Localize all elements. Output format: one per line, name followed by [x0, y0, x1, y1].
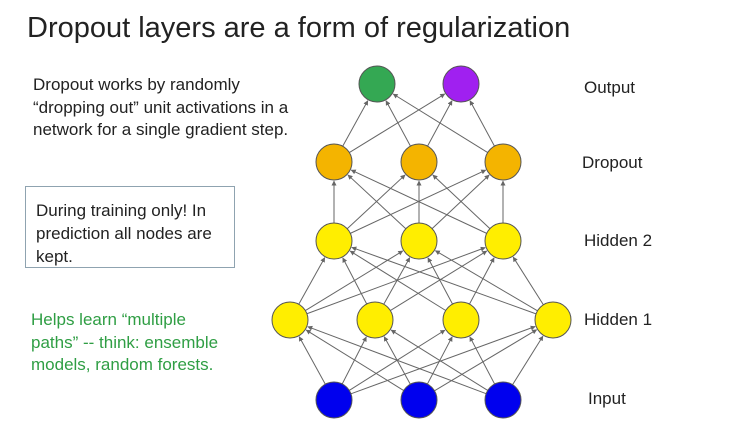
hidden1-node-3	[442, 301, 480, 339]
multiple-paths-note: Helps learn “multiple paths” -- think: e…	[31, 310, 219, 374]
edge-hidden2-2-to-dropout-0	[350, 169, 487, 234]
hidden1-node-1	[271, 301, 309, 339]
output-node-1	[358, 65, 396, 103]
edge-input-2-to-hidden1-3	[512, 335, 544, 386]
edge-hidden1-2-to-hidden2-2	[469, 257, 495, 305]
edge-input-2-to-hidden1-1	[390, 329, 489, 391]
edge-dropout-2-to-output-1	[469, 100, 495, 147]
input-node-3	[484, 381, 522, 419]
edge-hidden2-2-to-dropout-1	[432, 174, 491, 230]
edge-hidden2-1-to-dropout-0	[347, 174, 407, 230]
hidden2-node-3	[484, 222, 522, 260]
hidden2-node-1	[315, 222, 353, 260]
network-edges	[298, 93, 544, 395]
edge-hidden1-3-to-hidden2-1	[434, 250, 538, 312]
training-only-note: During training only! In prediction all …	[25, 186, 235, 268]
network-nodes	[271, 65, 572, 419]
hidden2-layer-label: Hidden 2	[584, 231, 653, 250]
edge-dropout-0-to-output-1	[349, 93, 446, 154]
edge-hidden1-0-to-hidden2-2	[306, 246, 486, 315]
edge-hidden1-2-to-hidden2-1	[427, 257, 453, 305]
dropout-node-2	[400, 143, 438, 181]
edge-dropout-1-to-output-0	[385, 100, 411, 147]
edge-hidden1-1-to-hidden2-0	[342, 257, 368, 305]
edge-input-0-to-hidden1-3	[350, 325, 536, 395]
edge-input-1-to-hidden1-0	[305, 329, 404, 391]
edge-hidden1-0-to-hidden2-0	[298, 257, 326, 305]
edge-hidden1-1-to-hidden2-1	[383, 257, 411, 305]
hidden2-node-2	[400, 222, 438, 260]
dropout-node-1	[315, 143, 353, 181]
edge-dropout-2-to-output-0	[392, 93, 488, 153]
edge-input-2-to-hidden1-0	[307, 325, 487, 395]
output-layer-label: Output	[584, 78, 636, 97]
input-node-2	[400, 381, 438, 419]
hidden1-node-4	[534, 301, 572, 339]
edge-input-1-to-hidden1-3	[434, 329, 538, 392]
slide-title: Dropout layers are a form of regularizat…	[27, 12, 571, 44]
dropout-description: Dropout works by randomly “dropping out”…	[33, 75, 289, 139]
edge-hidden1-3-to-hidden2-0	[351, 246, 537, 315]
edge-hidden1-1-to-hidden2-2	[390, 250, 488, 311]
input-node-1	[315, 381, 353, 419]
edge-hidden1-3-to-hidden2-2	[512, 256, 544, 306]
edge-input-0-to-hidden1-0	[298, 336, 326, 385]
edge-input-2-to-hidden1-2	[469, 336, 496, 385]
hidden1-node-2	[356, 301, 394, 339]
edge-dropout-0-to-output-0	[342, 100, 369, 147]
edge-hidden1-2-to-hidden2-0	[349, 250, 446, 311]
input-layer-label: Input	[588, 389, 626, 408]
dropout-node-3	[484, 143, 522, 181]
dropout-layer-label: Dropout	[582, 153, 643, 172]
output-node-2	[442, 65, 480, 103]
hidden1-layer-label: Hidden 1	[584, 310, 653, 329]
